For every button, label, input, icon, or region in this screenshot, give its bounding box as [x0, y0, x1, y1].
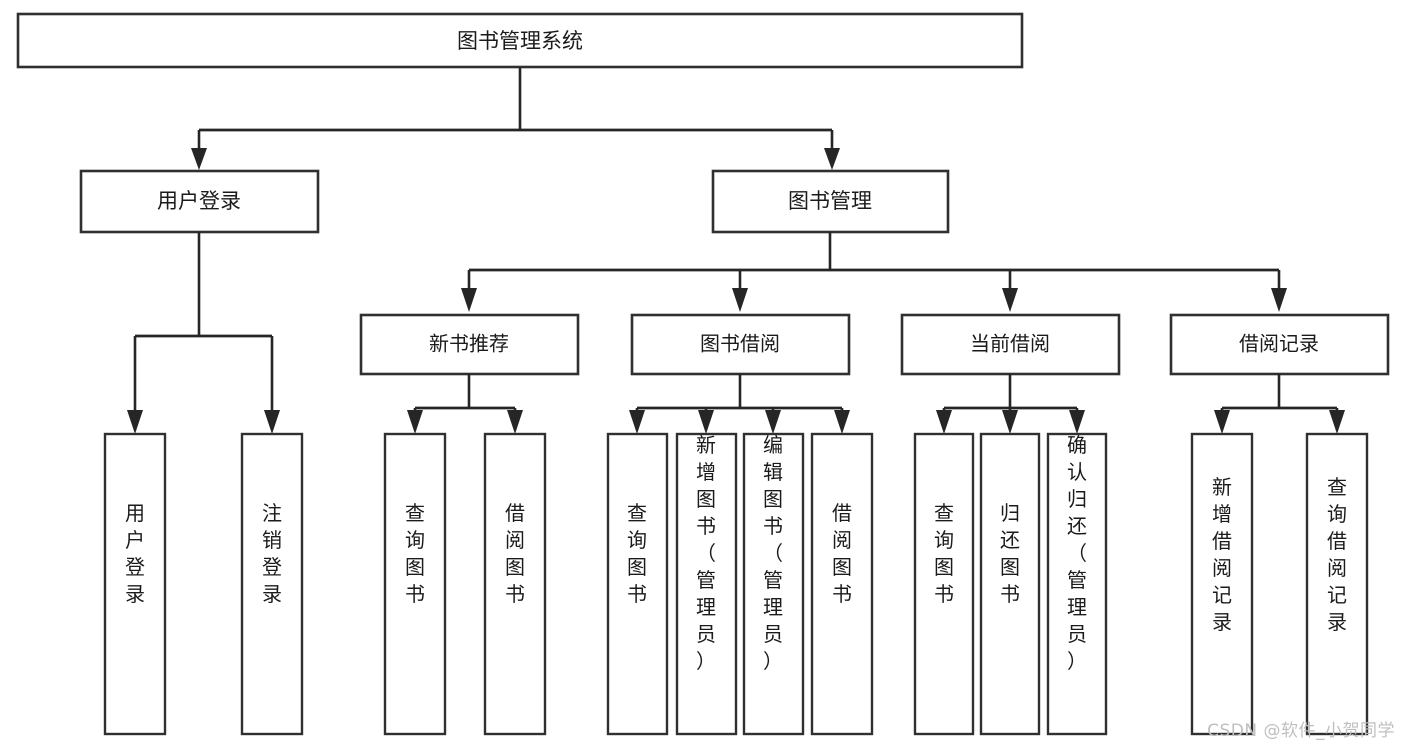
node-borrow-record-box [1169, 313, 1390, 376]
arrow-leaf-confirm-return [1069, 410, 1085, 434]
node-new-book-recommend-box [359, 313, 580, 376]
leaf-borrow-book-borrow-box [810, 432, 874, 736]
leaf-user-login-label: 用户登录 [125, 501, 145, 606]
leaf-add-book-box [675, 432, 738, 736]
leaf-add-book[interactable]: 新增图书（管理员） [675, 432, 738, 736]
edges-currentborrow-to-leaves [936, 374, 1085, 434]
node-user-login-label: 用户登录 [157, 189, 241, 213]
leaf-query-book-borrow-label: 查询图书 [627, 501, 647, 606]
leaf-edit-book-box [742, 432, 805, 736]
arrow-book-mgmt [824, 148, 840, 170]
arrow-leaf-borrow-book-2 [834, 410, 850, 434]
leaf-query-book-recommend[interactable]: 查询图书 [383, 432, 447, 736]
node-new-book-recommend-label: 新书推荐 [429, 332, 509, 356]
node-current-borrow-box [900, 313, 1121, 376]
arrow-record [1271, 288, 1287, 312]
arrow-leaf-user-login [127, 410, 143, 434]
csdn-watermark: CSDN @软件_小贺同学 [1207, 721, 1395, 741]
arrow-new-book [461, 288, 477, 312]
node-book-management-box [711, 169, 950, 234]
node-root-box [16, 12, 1024, 69]
leaf-logout[interactable]: 注销登录 [240, 432, 304, 736]
leaf-return-book-box [979, 432, 1041, 736]
leaf-query-book-current[interactable]: 查询图书 [913, 432, 975, 736]
leaf-confirm-return[interactable]: 确认归还（管理员） [1046, 432, 1108, 736]
leaf-query-borrow-record-label: 查询借阅记录 [1327, 475, 1347, 634]
leaf-query-book-current-label: 查询图书 [934, 501, 954, 606]
arrow-leaf-query-book-1 [407, 410, 423, 434]
arrow-borrow [732, 288, 748, 312]
leaf-edit-book[interactable]: 编辑图书（管理员） [742, 432, 805, 736]
leaf-borrow-book-borrow-label: 借阅图书 [832, 501, 852, 606]
node-root-label: 图书管理系统 [457, 29, 583, 53]
node-book-borrow[interactable]: 图书借阅 [630, 313, 851, 376]
leaf-borrow-book-recommend-label: 借阅图书 [505, 501, 525, 606]
edges-borrowrecord-to-leaves [1214, 374, 1345, 434]
leaf-logout-label: 注销登录 [262, 501, 282, 606]
arrow-leaf-query-book-2 [629, 410, 645, 434]
node-current-borrow[interactable]: 当前借阅 [900, 313, 1121, 376]
node-borrow-record[interactable]: 借阅记录 [1169, 313, 1390, 376]
node-borrow-record-label: 借阅记录 [1239, 332, 1319, 356]
node-book-borrow-box [630, 313, 851, 376]
leaf-add-borrow-record-label: 新增借阅记录 [1212, 475, 1232, 634]
node-root[interactable]: 图书管理系统 [16, 12, 1024, 69]
node-book-borrow-label: 图书借阅 [700, 332, 780, 356]
arrow-current [1002, 288, 1018, 312]
leaf-borrow-book-borrow[interactable]: 借阅图书 [810, 432, 874, 736]
edges-userlogin-to-leaves [127, 232, 280, 434]
leaf-return-book-label: 归还图书 [1000, 501, 1020, 606]
leaf-confirm-return-box [1046, 432, 1108, 736]
node-book-management[interactable]: 图书管理 [711, 169, 950, 234]
leaf-query-book-borrow-box [606, 432, 669, 736]
edges-root-to-level2 [191, 67, 840, 170]
leaf-add-book-label: 新增图书（管理员） [696, 433, 716, 673]
leaf-return-book[interactable]: 归还图书 [979, 432, 1041, 736]
arrow-leaf-edit-book [765, 410, 781, 434]
leaf-query-borrow-record[interactable]: 查询借阅记录 [1305, 432, 1369, 736]
arrow-leaf-borrow-book-1 [507, 410, 523, 434]
leaf-query-book-recommend-label: 查询图书 [405, 501, 425, 606]
edges-bookmgmt-to-level3 [461, 232, 1287, 312]
leaf-borrow-book-recommend[interactable]: 借阅图书 [483, 432, 547, 736]
node-user-login[interactable]: 用户登录 [79, 169, 320, 234]
leaf-add-borrow-record[interactable]: 新增借阅记录 [1190, 432, 1254, 736]
arrow-user-login [191, 148, 207, 170]
arrow-leaf-query-book-3 [936, 410, 952, 434]
leaf-query-book-borrow[interactable]: 查询图书 [606, 432, 669, 736]
leaf-logout-box [240, 432, 304, 736]
node-book-management-label: 图书管理 [788, 189, 872, 213]
edges-bookborrow-to-leaves [629, 374, 850, 434]
leaf-user-login-box [103, 432, 167, 736]
leaf-query-book-current-box [913, 432, 975, 736]
leaf-query-borrow-record-box [1305, 432, 1369, 736]
arrow-leaf-return-book [1002, 410, 1018, 434]
arrow-leaf-query-record [1329, 410, 1345, 434]
leaf-confirm-return-label: 确认归还（管理员） [1067, 433, 1087, 673]
arrow-leaf-add-book [698, 410, 714, 434]
arrow-leaf-add-record [1214, 410, 1230, 434]
arrow-leaf-logout [264, 410, 280, 434]
leaf-user-login[interactable]: 用户登录 [103, 432, 167, 736]
node-current-borrow-label: 当前借阅 [970, 332, 1050, 356]
leaf-edit-book-label: 编辑图书（管理员） [763, 433, 783, 673]
leaf-query-book-recommend-box [383, 432, 447, 736]
leaf-add-borrow-record-box [1190, 432, 1254, 736]
leaf-borrow-book-recommend-box [483, 432, 547, 736]
edges-newbook-to-leaves [407, 374, 523, 434]
node-new-book-recommend[interactable]: 新书推荐 [359, 313, 580, 376]
